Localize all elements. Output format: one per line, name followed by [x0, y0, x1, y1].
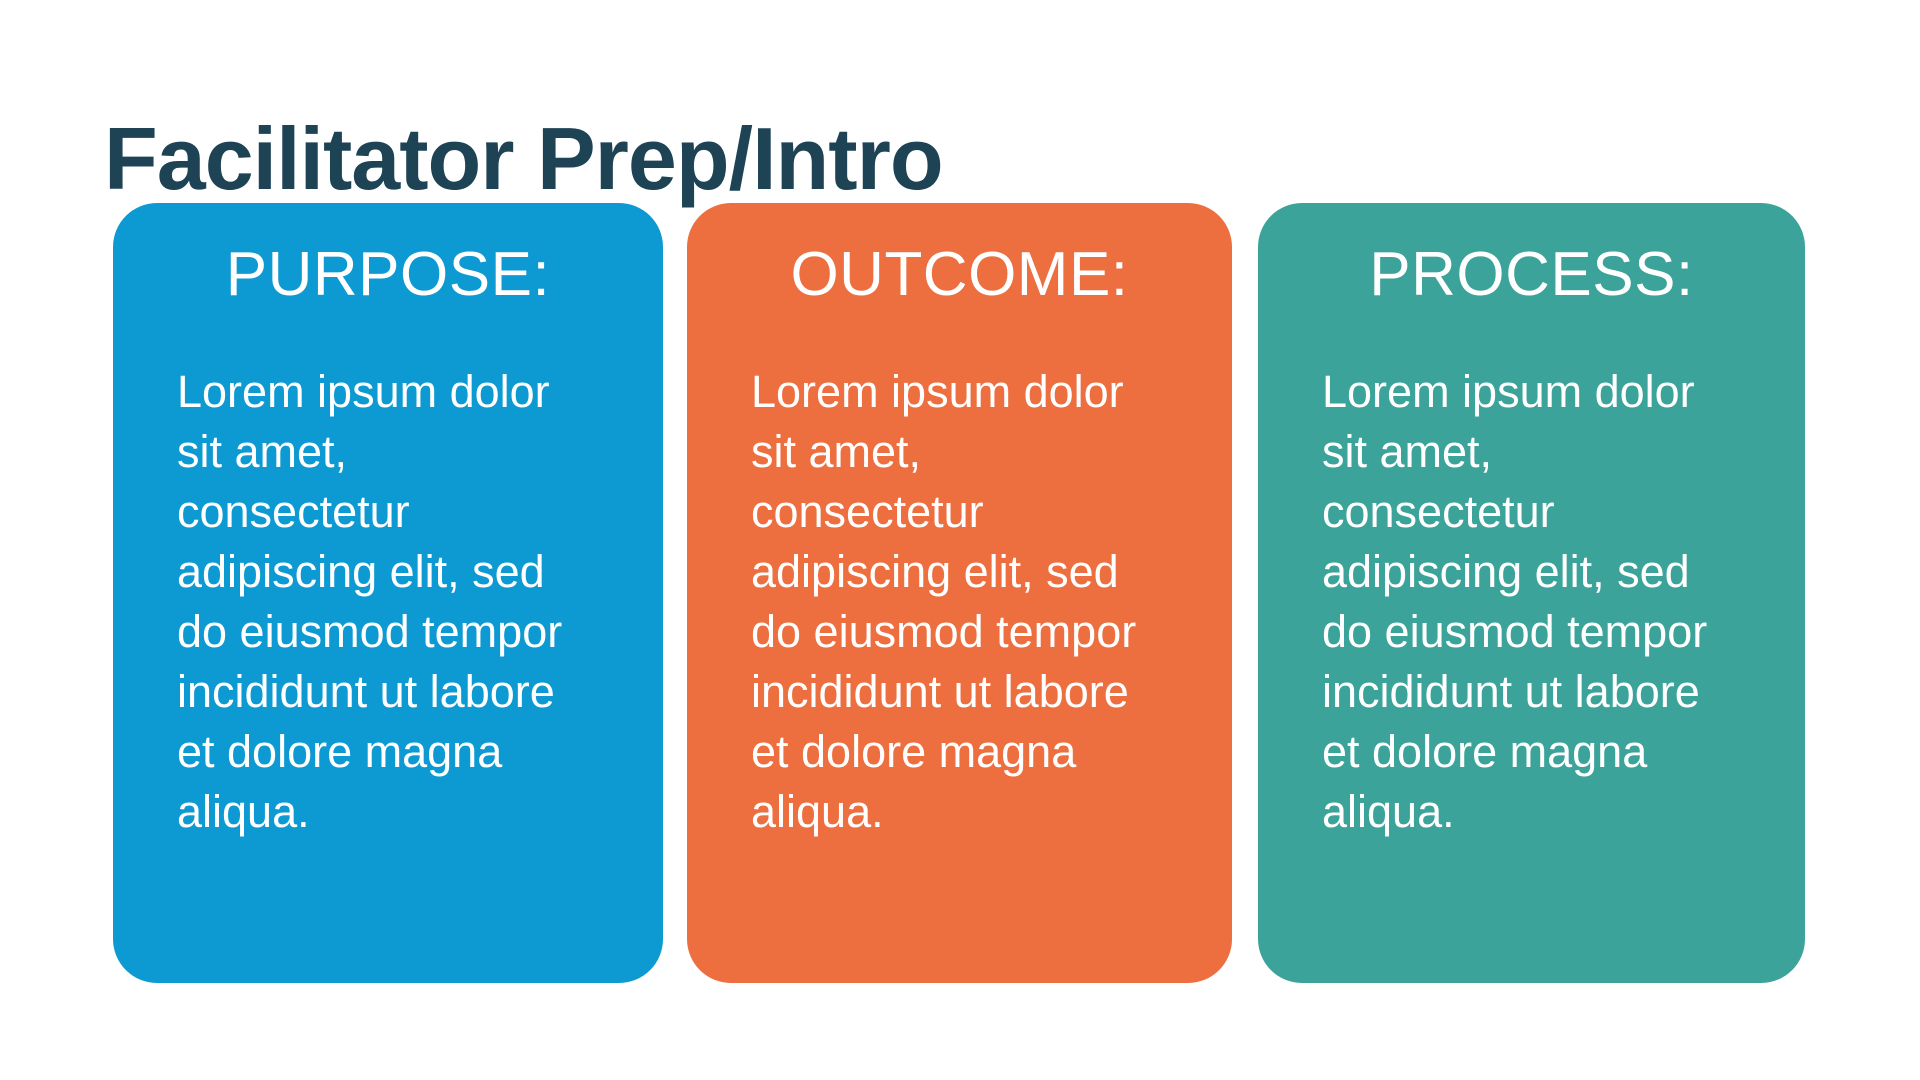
card-outcome-body: Lorem ipsum dolor sit amet, consectetur … [751, 366, 1137, 838]
card-outcome-heading: OUTCOME: [790, 240, 1129, 309]
card-process: PROCESS: Lorem ipsum dolor sit amet, con… [1258, 203, 1805, 983]
card-process-body: Lorem ipsum dolor sit amet, consectetur … [1322, 366, 1708, 838]
page-title: Facilitator Prep/Intro [104, 108, 944, 208]
card-purpose-body: Lorem ipsum dolor sit amet, consectetur … [177, 366, 563, 838]
card-purpose-heading: PURPOSE: [225, 240, 551, 309]
card-process-heading: PROCESS: [1369, 240, 1694, 309]
card-purpose: PURPOSE: Lorem ipsum dolor sit amet, con… [113, 203, 663, 983]
card-outcome: OUTCOME: Lorem ipsum dolor sit amet, con… [687, 203, 1232, 983]
